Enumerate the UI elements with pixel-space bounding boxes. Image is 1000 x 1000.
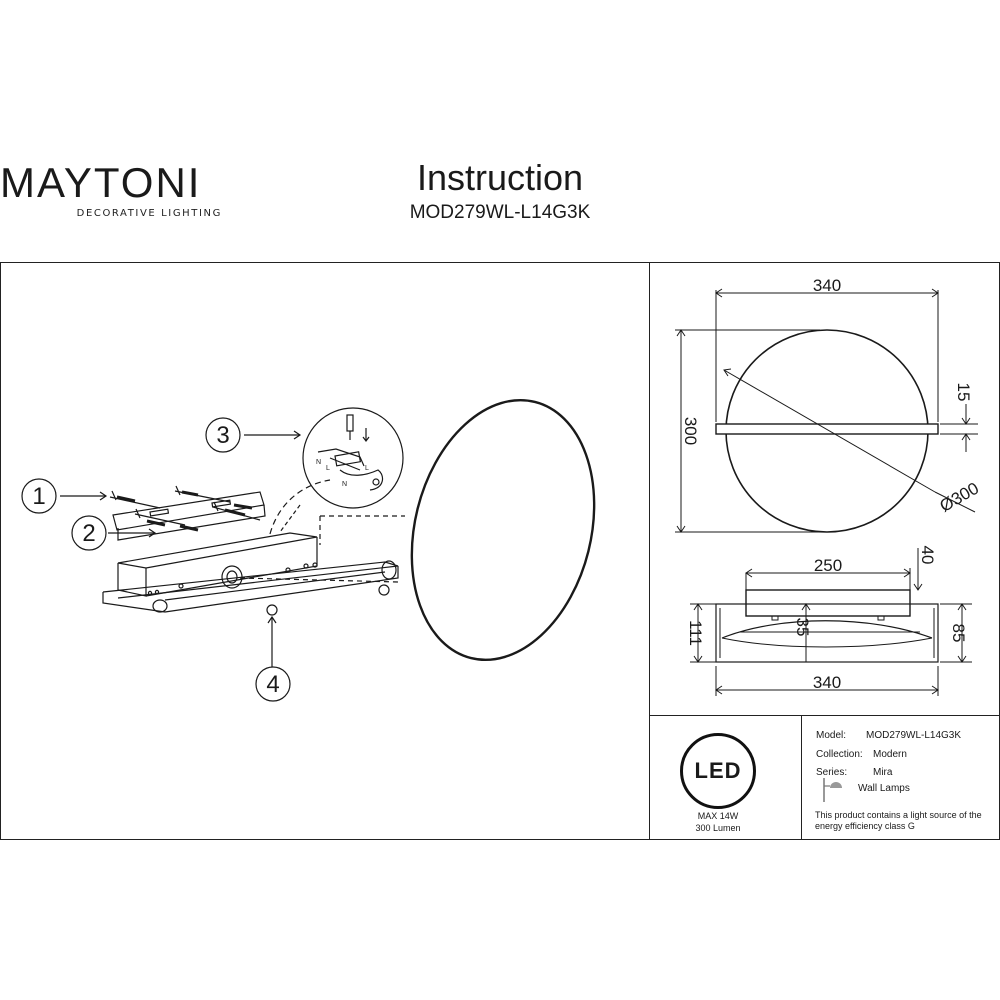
spec-divider (801, 715, 802, 840)
callout-3: 3 (216, 422, 229, 449)
callout-4-circle (255, 666, 291, 702)
spec-model-label: Model: (816, 730, 847, 741)
brand-tagline: DECORATIVE LIGHTING (76, 208, 222, 219)
callout-3-circle (205, 417, 241, 453)
spec-series-label: Series: (816, 767, 848, 778)
model-code: MOD279WL-L14G3K (409, 202, 591, 223)
dim-side-depth: 40 (918, 546, 937, 565)
power-lumen: 300 Lumen (695, 823, 741, 833)
dim-side-total: 111 (686, 620, 705, 646)
front-view-drawing: 340 300 15 Ø300 250 40 111 35 85 340 (675, 276, 982, 696)
spec-collection-label: Collection: (816, 749, 863, 760)
dim-front-diameter: Ø300 (936, 479, 982, 516)
callout-1-circle (21, 478, 57, 514)
dim-side-height: 85 (949, 624, 968, 643)
callout-2-circle (71, 515, 107, 551)
led-badge: LED (680, 733, 756, 809)
callout-2: 2 (82, 520, 95, 547)
page-title: Instruction (416, 157, 584, 198)
wall-lamp-icon (823, 778, 842, 802)
svg-text:N: N (342, 481, 347, 488)
spec-series-value: Mira (873, 767, 893, 778)
dim-front-height: 300 (681, 417, 700, 445)
power-max: MAX 14W (697, 811, 739, 821)
spec-collection-value: Modern (873, 749, 907, 760)
dim-front-width: 340 (813, 276, 841, 295)
spec-type-value: Wall Lamps (858, 783, 910, 794)
spec-model-value: MOD279WL-L14G3K (866, 730, 962, 741)
callout-4: 4 (266, 671, 279, 698)
dim-side-base: 250 (814, 556, 842, 575)
energy-note: This product contains a light source of … (815, 810, 982, 831)
dim-front-bar: 15 (954, 383, 973, 402)
svg-text:L: L (326, 465, 330, 472)
callout-1: 1 (32, 483, 45, 510)
frame-divider-vertical (649, 262, 650, 840)
svg-text:N: N (316, 459, 321, 466)
frame-divider-horizontal (649, 715, 1000, 716)
installation-diagram: NL NL 1 2 3 4 (21, 398, 596, 702)
power-info: MAX 14W 300 Lumen (660, 810, 776, 834)
dim-side-inner: 35 (793, 618, 812, 637)
dim-side-width: 340 (813, 673, 841, 692)
brand-name: MAYTONI (0, 159, 202, 206)
svg-text:L: L (365, 465, 369, 472)
brand-logo: MAYTONI DECORATIVE LIGHTING (0, 159, 222, 220)
